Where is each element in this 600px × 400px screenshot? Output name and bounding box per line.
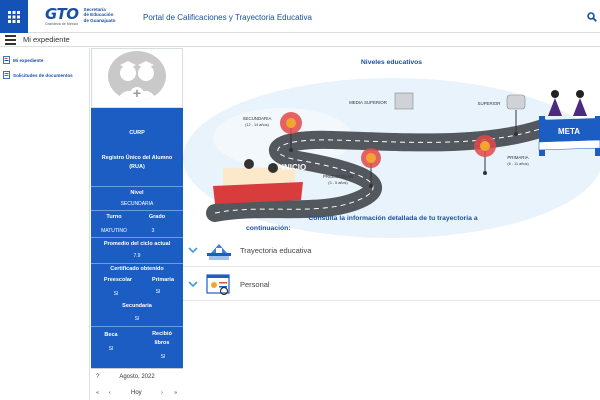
road-label-superior: SUPERIOR [478, 101, 501, 106]
document-request-icon [3, 71, 10, 79]
promedio-value: 7.9 [133, 253, 141, 259]
accordion-label: Personal [240, 280, 270, 289]
logo-line: Secretaría [83, 7, 106, 12]
nivel-value: SECUNDARIA [120, 201, 154, 207]
accordion-trayectoria-educativa[interactable]: Trayectoria educativa [183, 237, 600, 267]
libros-label-line1: Recibió [152, 331, 172, 337]
preescolar-label: Preescolar [103, 277, 133, 283]
avatar-box: + [91, 48, 183, 108]
beca-value: SI [108, 346, 114, 352]
libros-value: SI [160, 354, 166, 360]
main-content: Niveles educativos [183, 48, 600, 400]
niveles-title: Niveles educativos [360, 59, 423, 66]
nivel-label: Nivel [130, 190, 144, 196]
beca-label: Beca [104, 332, 118, 338]
logo-line: de Guanajuato [83, 17, 116, 23]
road-label-secundaria: SECUNDARIA [243, 116, 272, 121]
logo-line: de Educación [83, 12, 114, 18]
accordion-personal[interactable]: Personal [183, 271, 600, 301]
search-icon[interactable] [587, 12, 597, 22]
calendar-month-label: Agosto, 2022 [119, 374, 155, 380]
primaria-value: SI [155, 289, 161, 295]
consult-line-1: Consulta la información detallada de tu … [308, 215, 478, 222]
add-photo-button[interactable]: + [130, 86, 144, 101]
pin-primaria [474, 135, 496, 175]
secundaria-label: Secundaria [122, 303, 152, 309]
education-road-illustration: INICIO META SECUNDARIA (12 - 14 años) ME… [183, 78, 600, 238]
road-label-preescolar-age: (3 - 5 años) [328, 181, 348, 185]
road-label-preescolar: PREESCOLAR [323, 174, 353, 179]
gto-logo[interactable]: GTO Grandeza de México Secretaría de Edu… [45, 7, 124, 29]
school-trajectory-icon [207, 244, 231, 260]
rua-label: Registro Único del Alumno (RUA) [101, 155, 173, 170]
folder-user-icon [3, 56, 10, 64]
road-label-secundaria-age: (12 - 14 años) [245, 123, 269, 127]
calendar-widget: ? Agosto, 2022 « ‹ Hoy › » [91, 368, 183, 400]
sub-bar: Mi expediente [0, 33, 600, 47]
calendar-prev-month-button[interactable]: ‹ [109, 390, 111, 396]
road-label-meta: META [558, 127, 580, 136]
grado-label: Grado [148, 214, 166, 220]
sidebar: Mi expediente Solicitudes de documentos [0, 48, 90, 400]
road-label-primaria: PRIMARIA [507, 155, 528, 160]
top-bar: GTO Grandeza de México Secretaría de Edu… [0, 0, 600, 33]
consult-line-2: continuación: [246, 225, 291, 232]
menu-hamburger-icon[interactable] [5, 35, 16, 45]
logo-secretaria-text: Secretaría de Educación de Guanajuato [84, 7, 124, 23]
promedio-label: Promedio del ciclo actual [103, 241, 171, 247]
calendar-help-button[interactable]: ? [96, 374, 100, 380]
portal-title: Portal de Calificaciones y Trayectoria E… [143, 13, 312, 22]
pin-secundaria [280, 112, 302, 152]
sidebar-item-solicitudes[interactable]: Solicitudes de documentos [3, 71, 73, 79]
calendar-today-button[interactable]: Hoy [131, 390, 142, 396]
grado-value: 3 [151, 228, 155, 234]
apps-grid-button[interactable] [0, 0, 28, 33]
turno-label: Turno [106, 214, 122, 220]
road-label-inicio: INICIO [282, 163, 306, 172]
primaria-label: Primaria [151, 277, 174, 283]
personal-data-icon [206, 274, 230, 296]
calendar-prev-year-button[interactable]: « [96, 390, 100, 396]
certificado-label: Certificado obtenido [110, 266, 164, 272]
calendar-next-year-button[interactable]: » [174, 390, 178, 396]
sidebar-item-label: Solicitudes de documentos [13, 72, 73, 78]
libros-label-line2: libros [154, 340, 170, 346]
secundaria-value: SI [134, 316, 140, 322]
chevron-down-icon [188, 281, 198, 288]
calendar-next-month-button[interactable]: › [161, 390, 163, 396]
turno-value: MATUTINO [101, 228, 127, 234]
preescolar-value: SI [113, 291, 119, 297]
student-profile-panel: + CURP Registro Único del Alumno (RUA) N… [91, 48, 183, 400]
logo-gto-subtitle: Grandeza de México [45, 22, 79, 26]
sidebar-item-mi-expediente[interactable]: Mi expediente [3, 56, 43, 64]
sidebar-item-label: Mi expediente [13, 57, 44, 63]
road-label-media-superior: MEDIA SUPERIOR [349, 100, 387, 105]
road-label-primaria-age: (6 - 11 años) [507, 162, 529, 166]
curp-label: CURP [129, 130, 145, 136]
logo-gto-text: GTO [45, 5, 79, 23]
page-title: Mi expediente [23, 35, 70, 44]
chevron-down-icon [188, 247, 198, 254]
consult-instructions: Consulta la información detallada de tu … [223, 214, 563, 234]
pin-preescolar [361, 148, 381, 188]
accordion-label: Trayectoria educativa [240, 246, 312, 255]
apps-grid-icon [8, 10, 20, 23]
